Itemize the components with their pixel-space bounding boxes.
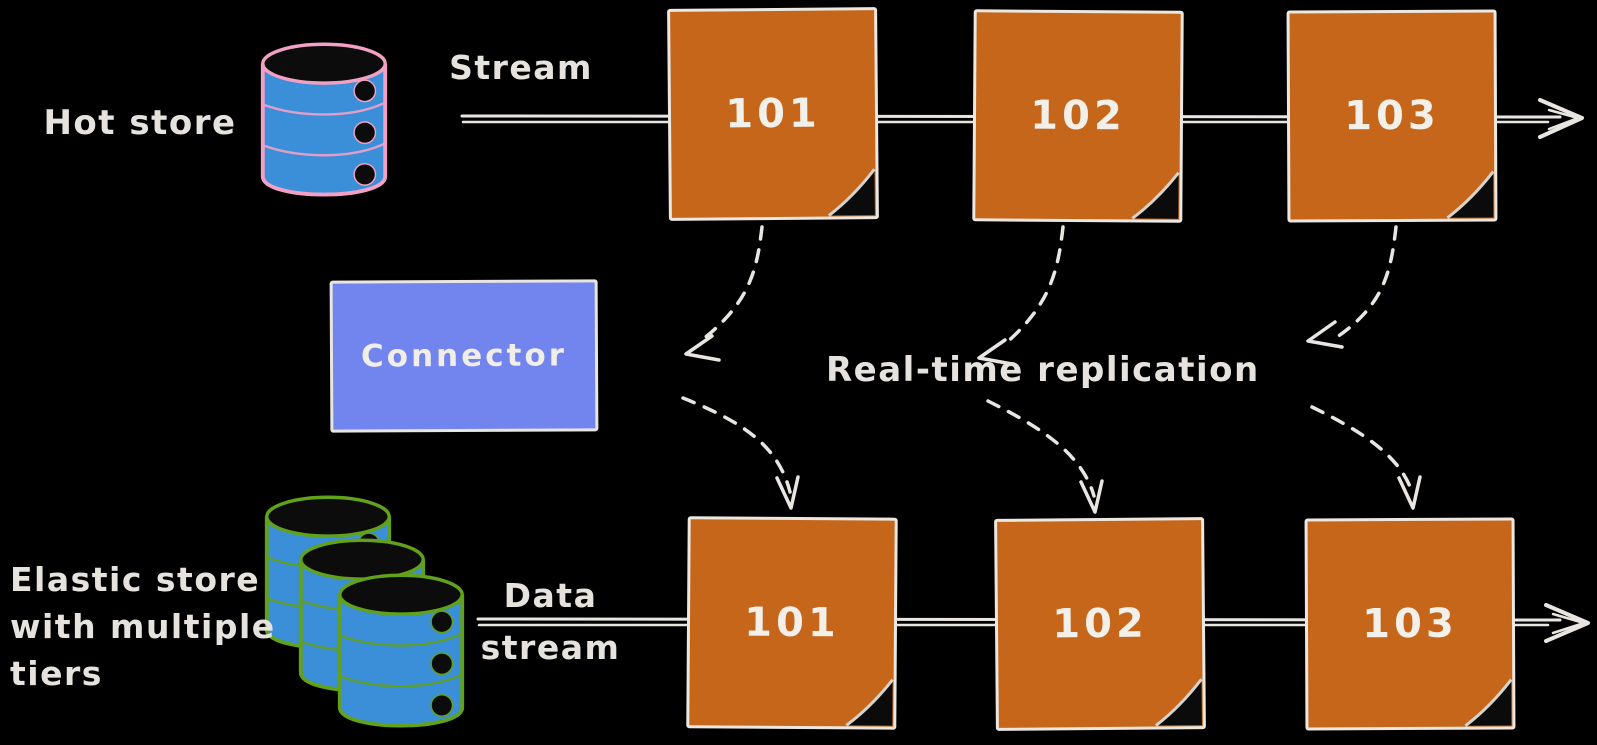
connector-label: Connector (360, 337, 568, 375)
data-stream-label-line2: stream (480, 628, 621, 667)
replication-arrow-out-2 (977, 225, 1065, 366)
replication-arrow-in-2 (986, 399, 1104, 514)
folded-corner-icon (826, 167, 877, 218)
replication-arrow-in-1 (681, 396, 800, 510)
bottom-note-103-label: 103 (1362, 600, 1458, 648)
bottom-note-103: 103 (1304, 517, 1516, 731)
folded-corner-icon (844, 677, 895, 728)
bottom-note-101-label: 101 (744, 599, 840, 647)
top-note-103-label: 103 (1344, 92, 1440, 140)
connector-box: Connector (329, 279, 599, 433)
stream-label: Stream (449, 48, 593, 87)
top-note-101: 101 (667, 7, 879, 221)
hot-store-database-icon (260, 42, 388, 197)
bottom-note-102-label: 102 (1052, 600, 1148, 648)
replication-label: Real-time replication (826, 350, 1260, 390)
hot-store-label: Hot store (43, 103, 237, 143)
elastic-store-label: Elastic store with multiple tiers (10, 560, 276, 693)
folded-corner-icon (1153, 677, 1204, 728)
folded-corner-icon (1445, 170, 1495, 220)
replication-arrow-out-3 (1306, 225, 1398, 349)
bottom-note-102: 102 (994, 517, 1206, 731)
elastic-store-database-icon-front (337, 573, 465, 728)
data-stream-label-line1: Data (503, 576, 598, 615)
replication-arrow-out-1 (684, 225, 764, 362)
replication-arrow-in-3 (1310, 405, 1422, 510)
folded-corner-icon (1463, 678, 1513, 728)
top-note-102: 102 (972, 9, 1184, 223)
top-note-102-label: 102 (1030, 92, 1126, 140)
top-note-103: 103 (1286, 9, 1498, 223)
bottom-note-101: 101 (686, 516, 898, 730)
top-note-101-label: 101 (725, 90, 821, 138)
folded-corner-icon (1130, 170, 1181, 221)
